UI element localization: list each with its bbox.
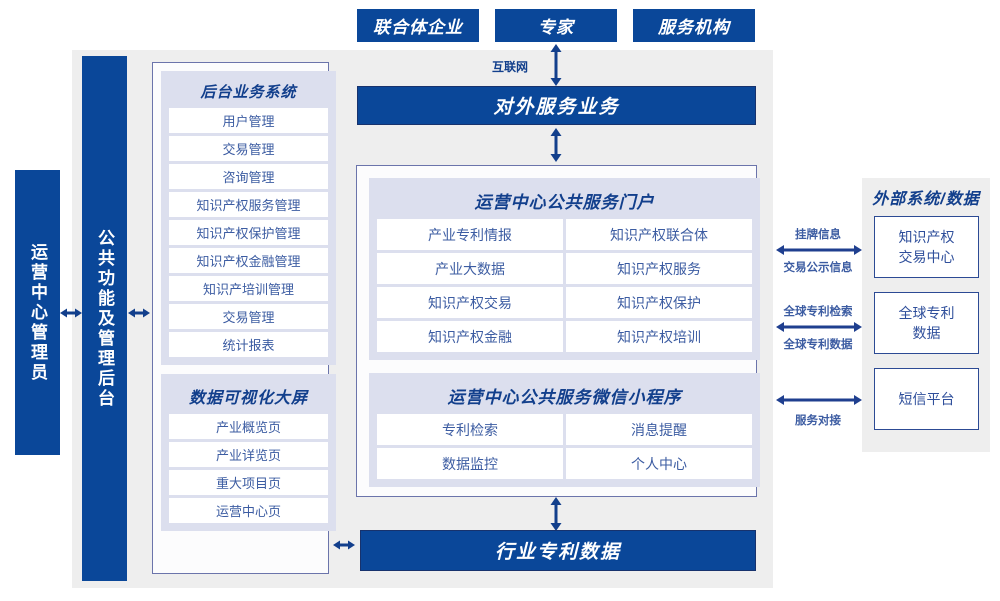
list-item[interactable]: 专利检索: [377, 414, 563, 445]
data-visualization-list: 产业概览页 产业详览页 重大项目页 运营中心页: [169, 414, 328, 523]
connection-label-trade-public-info: 交易公示信息: [783, 262, 853, 274]
list-item[interactable]: 咨询管理: [169, 164, 328, 189]
connection-label-global-patent-data: 全球专利数据: [783, 339, 853, 351]
list-item[interactable]: 产业详览页: [169, 442, 328, 467]
list-item[interactable]: 用户管理: [169, 108, 328, 133]
arrow-to-sms-platform: [776, 392, 862, 408]
list-item[interactable]: 知识产权保护管理: [169, 220, 328, 245]
wechat-miniprogram-group: 运营中心公共服务微信小程序 专利检索 消息提醒 数据监控 个人中心: [369, 373, 760, 487]
external-box-global-patent-data[interactable]: 全球专利 数据: [874, 292, 979, 354]
list-item[interactable]: 知识产权金融: [377, 321, 563, 352]
actor-service-organization[interactable]: 服务机构: [633, 9, 755, 42]
connection-label-listing-info: 挂牌信息: [795, 229, 841, 241]
list-item[interactable]: 知识产权服务管理: [169, 192, 328, 217]
external-box-line1: 知识产权: [898, 228, 955, 245]
portal-frame: 运营中心公共服务门户 产业专利情报 知识产权联合体 产业大数据 知识产权服务 知…: [356, 165, 760, 497]
list-item[interactable]: 产业大数据: [377, 253, 563, 284]
backend-system-title: 后台业务系统: [200, 84, 297, 101]
external-box-line1: 全球专利: [898, 304, 955, 321]
arrow-admin-to-backend: [60, 303, 82, 323]
backend-system-list: 用户管理 交易管理 咨询管理 知识产权服务管理 知识产权保护管理 知识产权金融管…: [169, 108, 328, 357]
list-item[interactable]: 知识产权金融管理: [169, 248, 328, 273]
list-item[interactable]: 交易管理: [169, 304, 328, 329]
arrow-internet: [546, 44, 566, 86]
list-item[interactable]: 统计报表: [169, 332, 328, 357]
external-box-sms-platform[interactable]: 短信平台: [874, 368, 979, 430]
miniprogram-title: 运营中心公共服务微信小程序: [447, 388, 682, 407]
actor-expert[interactable]: 专家: [495, 9, 617, 42]
external-box-ip-trading-center[interactable]: 知识产权 交易中心: [874, 216, 979, 278]
list-item[interactable]: 知识产培训管理: [169, 276, 328, 301]
connection-label-global-patent-search: 全球专利检索: [783, 306, 853, 318]
list-item[interactable]: 知识产权服务: [566, 253, 752, 284]
list-item[interactable]: 重大项目页: [169, 470, 328, 495]
external-box-line2: 数据: [912, 325, 941, 341]
portal-title: 运营中心公共服务门户: [474, 193, 655, 212]
external-systems-title: 外部系统/数据: [872, 191, 980, 208]
list-item[interactable]: 运营中心页: [169, 498, 328, 523]
backend-and-visual-frame: 后台业务系统 用户管理 交易管理 咨询管理 知识产权服务管理 知识产权保护管理 …: [152, 62, 336, 574]
public-service-portal-group: 运营中心公共服务门户 产业专利情报 知识产权联合体 产业大数据 知识产权服务 知…: [369, 178, 760, 360]
list-item[interactable]: 个人中心: [566, 448, 752, 479]
role-public-function-backend[interactable]: 公共功能及管理后台: [82, 56, 127, 581]
arrow-to-ip-trading-center: [776, 242, 862, 258]
list-item[interactable]: 知识产权交易: [377, 287, 563, 318]
list-item[interactable]: 知识产权培训: [566, 321, 752, 352]
list-item[interactable]: 数据监控: [377, 448, 563, 479]
arrow-visual-to-industry-data: [333, 535, 355, 555]
list-item[interactable]: 消息提醒: [566, 414, 752, 445]
backend-business-system-group: 后台业务系统 用户管理 交易管理 咨询管理 知识产权服务管理 知识产权保护管理 …: [161, 71, 336, 365]
industry-patent-data-bar[interactable]: 行业专利数据: [360, 530, 756, 571]
arrow-backend-to-business-system: [128, 303, 150, 323]
portal-item-grid: 产业专利情报 知识产权联合体 产业大数据 知识产权服务 知识产权交易 知识产权保…: [377, 219, 752, 352]
list-item[interactable]: 知识产权保护: [566, 287, 752, 318]
external-box-line2: 交易中心: [898, 249, 955, 265]
arrow-to-global-patent-data: [776, 319, 862, 335]
external-box-line1: 短信平台: [898, 390, 955, 407]
list-item[interactable]: 知识产权联合体: [566, 219, 752, 250]
role-operation-center-admin[interactable]: 运营中心管理员: [15, 170, 60, 455]
actor-union-enterprise[interactable]: 联合体企业: [357, 9, 479, 42]
external-service-bar[interactable]: 对外服务业务: [357, 86, 756, 125]
data-visualization-title: 数据可视化大屏: [188, 390, 308, 407]
list-item[interactable]: 产业概览页: [169, 414, 328, 439]
connection-label-service-docking: 服务对接: [795, 415, 841, 427]
miniprogram-item-grid: 专利检索 消息提醒 数据监控 个人中心: [377, 414, 752, 479]
list-item[interactable]: 产业专利情报: [377, 219, 563, 250]
arrow-service-to-portal: [546, 128, 566, 162]
data-visualization-group: 数据可视化大屏 产业概览页 产业详览页 重大项目页 运营中心页: [161, 374, 336, 531]
internet-label: 互联网: [492, 60, 529, 74]
arrow-portal-to-industry-data: [546, 497, 566, 531]
list-item[interactable]: 交易管理: [169, 136, 328, 161]
